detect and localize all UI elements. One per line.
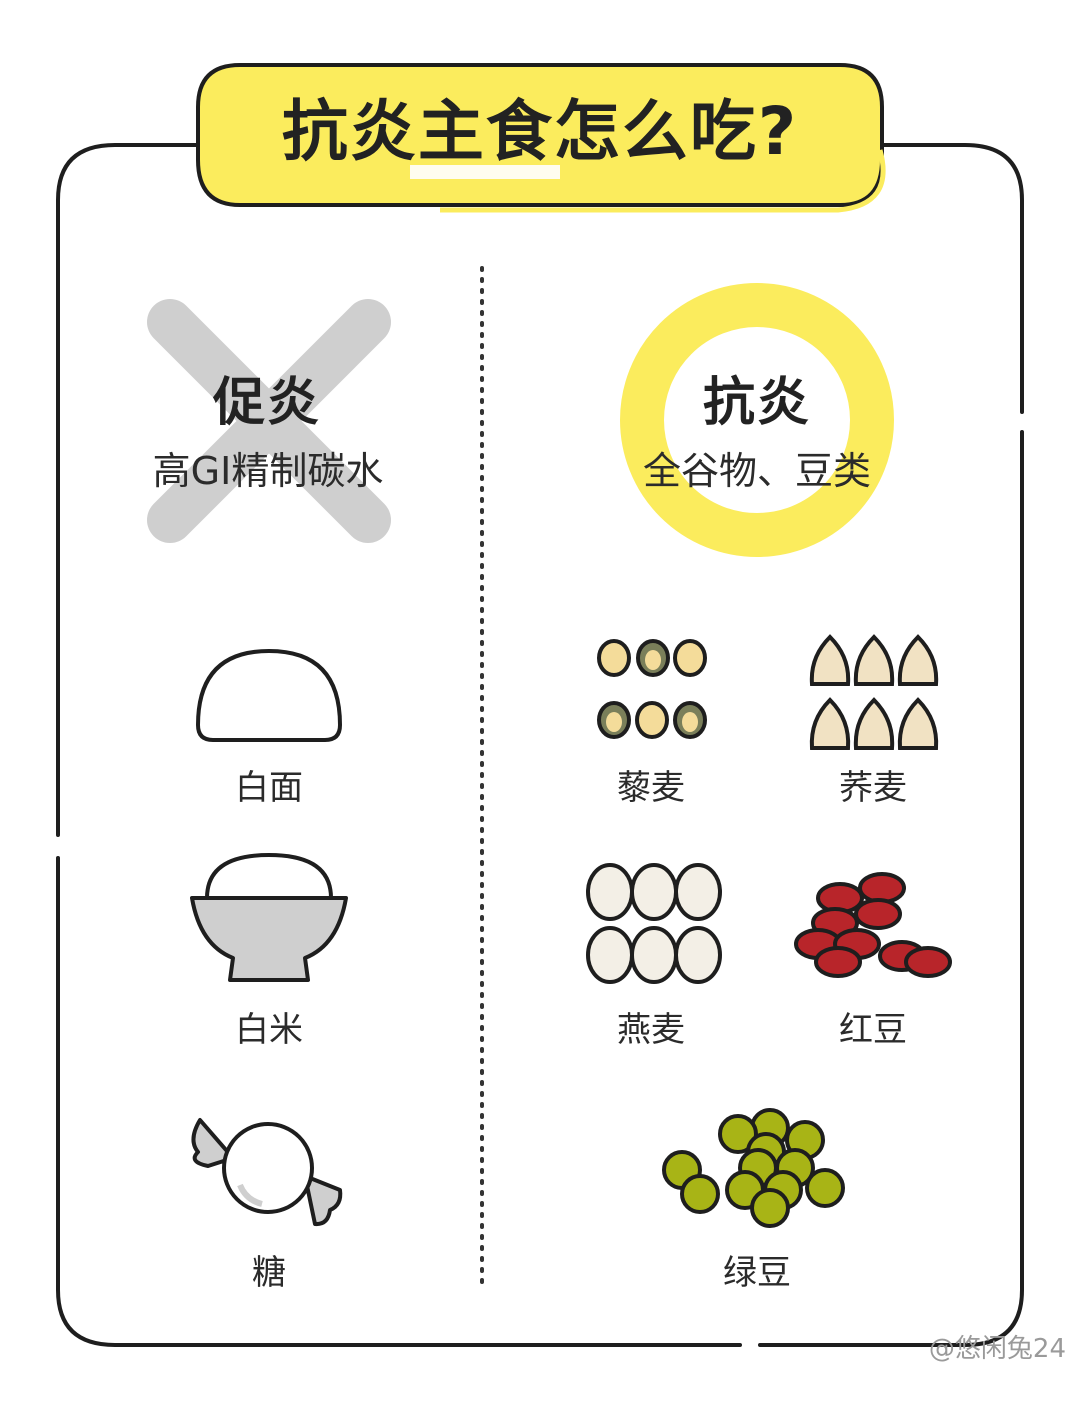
left-subtitle: 高GI精制碳水: [152, 449, 384, 493]
label-rice: 白米: [235, 1010, 303, 1050]
left-heading: 促炎: [212, 373, 321, 433]
yellow-ring-icon: [620, 283, 894, 557]
rice-bowl-icon: [190, 853, 348, 982]
label-sugar: 糖: [252, 1253, 286, 1293]
frame: [56, 143, 1024, 1347]
buckwheat-icon: [809, 634, 939, 750]
right-heading: 抗炎: [702, 373, 811, 433]
watermark: @悠闲兔24: [928, 1334, 1066, 1364]
label-mung-bean: 绿豆: [723, 1253, 791, 1293]
title-banner: [196, 63, 886, 213]
page-title: 抗炎主食怎么吃?: [281, 93, 799, 170]
mung-bean-icon: [662, 1108, 845, 1228]
steamed-bun-icon: [195, 648, 343, 742]
oat-icon: [586, 863, 722, 984]
label-red-bean: 红豆: [839, 1010, 907, 1050]
cross-mark-icon: [147, 299, 391, 543]
candy-icon: [191, 1118, 343, 1227]
right-subtitle: 全谷物、豆类: [642, 449, 871, 493]
title-highlight: [410, 165, 560, 179]
label-oat: 燕麦: [617, 1010, 685, 1050]
red-bean-icon: [794, 872, 952, 978]
label-buckwheat: 荞麦: [839, 768, 907, 808]
label-quinoa: 藜麦: [617, 768, 685, 808]
quinoa-icon: [597, 639, 707, 739]
label-flour: 白面: [235, 768, 303, 808]
